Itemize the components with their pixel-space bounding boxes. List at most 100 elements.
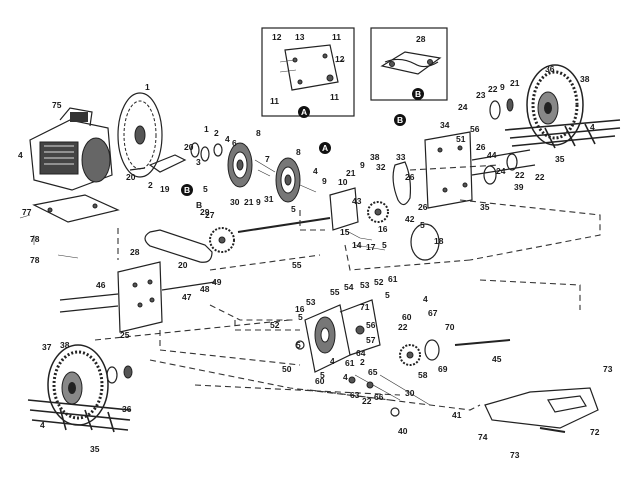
callouts: A B B A B — [181, 89, 421, 196]
label-5-e: 5 — [385, 290, 390, 300]
callout-a-main: A — [322, 143, 328, 153]
lower-transmission-housing — [304, 299, 381, 373]
label-67: 67 — [428, 308, 438, 318]
label-26-c: 26 — [476, 142, 486, 152]
label-27: 27 — [205, 210, 215, 220]
label-4-lower: 4 — [423, 294, 428, 304]
label-36: 36 — [545, 64, 555, 74]
right-wheel-36 — [504, 64, 621, 149]
label-29: 29 — [200, 207, 210, 217]
label-4-e: 4 — [330, 356, 335, 366]
label-23: 23 — [476, 90, 486, 100]
label-73: 73 — [603, 364, 613, 374]
label-55: 55 — [292, 260, 302, 270]
sprocket-16 — [367, 201, 389, 223]
label-66: 66 — [374, 392, 384, 402]
label-14: 14 — [352, 240, 362, 250]
label-22: 22 — [488, 84, 498, 94]
label-1-top: 1 — [145, 82, 150, 92]
label-78-b: 78 — [30, 255, 40, 265]
label-52-b: 52 — [270, 320, 280, 330]
label-22-c: 22 — [535, 172, 545, 182]
label-3: 3 — [196, 157, 201, 167]
bearing-50 — [295, 340, 305, 350]
label-35-b: 35 — [480, 202, 490, 212]
label-54: 54 — [344, 282, 354, 292]
label-19: 19 — [160, 184, 170, 194]
label-48: 48 — [200, 284, 210, 294]
label-11-inset-c: 11 — [330, 92, 339, 102]
label-5-d: 5 — [382, 240, 387, 250]
label-24: 24 — [458, 102, 468, 112]
label-39: 39 — [514, 182, 524, 192]
label-16: 16 — [378, 224, 388, 234]
right-side-plate — [424, 131, 536, 209]
part-number-labels: 75 4 1 1 2 4 6 8 7 8 20 3 20 2 19 5 4 9 … — [18, 32, 613, 460]
label-11-inset-b: 11 — [270, 96, 279, 106]
gear-29 — [209, 227, 235, 253]
label-42: 42 — [405, 214, 415, 224]
label-18: 18 — [434, 236, 444, 246]
callout-a-circle-inset — [298, 106, 310, 118]
label-72: 72 — [590, 427, 600, 437]
label-11-inset: 11 — [332, 32, 341, 42]
left-hub-parts — [106, 365, 133, 384]
label-56: 56 — [470, 124, 480, 134]
label-22-b: 22 — [515, 170, 525, 180]
label-22-e: 22 — [362, 396, 372, 406]
label-30-b: 30 — [405, 388, 415, 398]
label-31: 31 — [264, 194, 274, 204]
pulley-disc-large — [117, 92, 163, 178]
label-9-c: 9 — [360, 160, 365, 170]
label-41: 41 — [452, 410, 462, 420]
label-56-b: 56 — [366, 320, 376, 330]
callout-b-main: B — [397, 115, 403, 125]
label-77: 77 — [22, 207, 32, 217]
label-62: 2 — [360, 357, 365, 367]
label-4-wheel: 4 — [590, 122, 595, 132]
lower-gear-58 — [399, 344, 421, 366]
label-13-inset: 13 — [295, 32, 305, 42]
label-60: 60 — [402, 312, 412, 322]
label-51: 51 — [456, 134, 466, 144]
engine-base-plate — [19, 194, 120, 259]
label-20-mid: 20 — [178, 260, 188, 270]
label-64: 64 — [356, 348, 366, 358]
shaft-31 — [237, 217, 331, 233]
label-45: 45 — [492, 354, 502, 364]
pulley-6 — [227, 142, 253, 188]
label-38-b: 38 — [580, 74, 590, 84]
label-15: 15 — [340, 227, 350, 237]
chain-33 — [392, 161, 412, 206]
label-17: 17 — [366, 242, 376, 252]
left-wheel-37 — [27, 344, 131, 433]
pulley-8 — [275, 157, 301, 203]
label-50: 50 — [282, 364, 292, 374]
label-37: 37 — [42, 342, 52, 352]
label-58: 58 — [418, 370, 428, 380]
label-9-b: 9 — [256, 197, 261, 207]
skid-shoe-72 — [484, 387, 599, 433]
label-73-b: 73 — [510, 450, 520, 460]
label-43: 43 — [352, 196, 362, 206]
label-69: 69 — [438, 364, 448, 374]
label-25: 25 — [120, 330, 130, 340]
engine-assembly — [29, 107, 113, 191]
label-40: 40 — [398, 426, 408, 436]
label-20-top: 20 — [184, 142, 194, 152]
label-6: 6 — [232, 138, 237, 148]
label-47: 47 — [182, 292, 192, 302]
lower-disc-69 — [424, 339, 440, 361]
label-52: 52 — [374, 277, 384, 287]
hardware-row-top — [129, 142, 223, 173]
assembly-dashed-lines — [94, 164, 601, 411]
label-38: 38 — [370, 152, 380, 162]
label-71: 71 — [360, 302, 370, 312]
label-5-c: 5 — [420, 220, 425, 230]
label-4-b: 4 — [313, 166, 318, 176]
label-b-27: B — [196, 200, 202, 210]
label-5-b: 5 — [291, 204, 296, 214]
label-21: 21 — [244, 197, 254, 207]
label-61: 61 — [388, 274, 398, 284]
